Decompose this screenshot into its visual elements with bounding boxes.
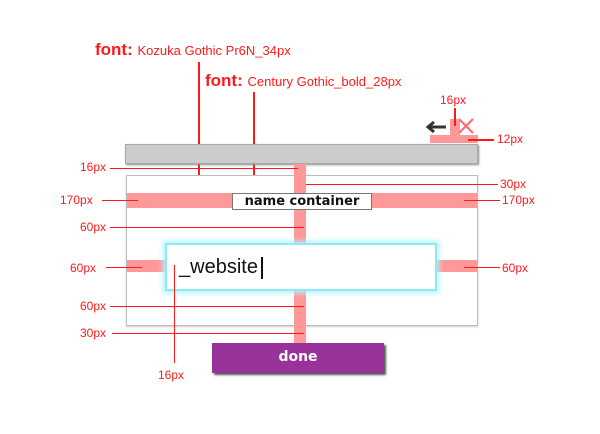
topbar-gap-label: 16px [80, 160, 107, 174]
topbar-gap-leader [110, 168, 298, 169]
done-button[interactable]: done [212, 343, 384, 373]
input-left-margin-label: 60px [70, 261, 97, 275]
text-indent-label: 16px [158, 368, 185, 382]
font-value: Kozuka Gothic Pr6N_34px [137, 43, 291, 58]
input-right-margin-label: 60px [502, 261, 529, 275]
label-right-margin-label: 170px [502, 193, 535, 207]
label-right-leader [464, 200, 500, 201]
top-icon-gap-label: 16px [440, 93, 467, 107]
icon-gap-highlight [450, 119, 460, 137]
font-annotation-secondary: font: Century Gothic_bold_28px [205, 71, 401, 91]
website-input[interactable]: _website [165, 243, 437, 291]
input-value: _website [179, 256, 258, 278]
input-bottom-gap-label: 60px [80, 299, 107, 313]
label-input-gap-label: 60px [80, 220, 107, 234]
input-left-leader [106, 267, 142, 268]
panel-button-gap-label: 30px [80, 326, 107, 340]
top-icon-margin-label: 12px [497, 132, 524, 146]
text-indent-leader [174, 265, 175, 363]
top-margin-leader [468, 139, 494, 141]
font-annotation-primary: font: Kozuka Gothic Pr6N_34px [95, 40, 291, 60]
font-value: Century Gothic_bold_28px [247, 74, 402, 89]
top-bar [125, 144, 478, 164]
label-input-gap-leader [110, 227, 304, 228]
close-x-icon[interactable] [457, 117, 475, 135]
input-right-margin-highlight [436, 260, 477, 272]
panel-button-gap-leader [112, 333, 304, 334]
font-secondary-leader [253, 92, 255, 193]
top-gap-leader [454, 108, 456, 126]
input-left-margin-highlight [127, 260, 167, 272]
arrow-left-icon[interactable] [424, 119, 448, 135]
text-caret [260, 256, 263, 279]
label-right-margin-highlight [371, 193, 477, 208]
name-container-label: name container [232, 193, 372, 210]
input-right-leader [464, 267, 500, 268]
icon-margin-highlight [430, 135, 478, 143]
font-label: font: [95, 40, 133, 59]
label-left-margin-highlight [127, 193, 233, 208]
input-bottom-gap-leader [110, 306, 304, 307]
panel-padding-leader [306, 184, 498, 185]
label-left-margin-label: 170px [60, 193, 93, 207]
font-label: font: [205, 71, 243, 90]
label-left-leader [102, 200, 138, 201]
panel-top-padding-label: 30px [500, 177, 527, 191]
